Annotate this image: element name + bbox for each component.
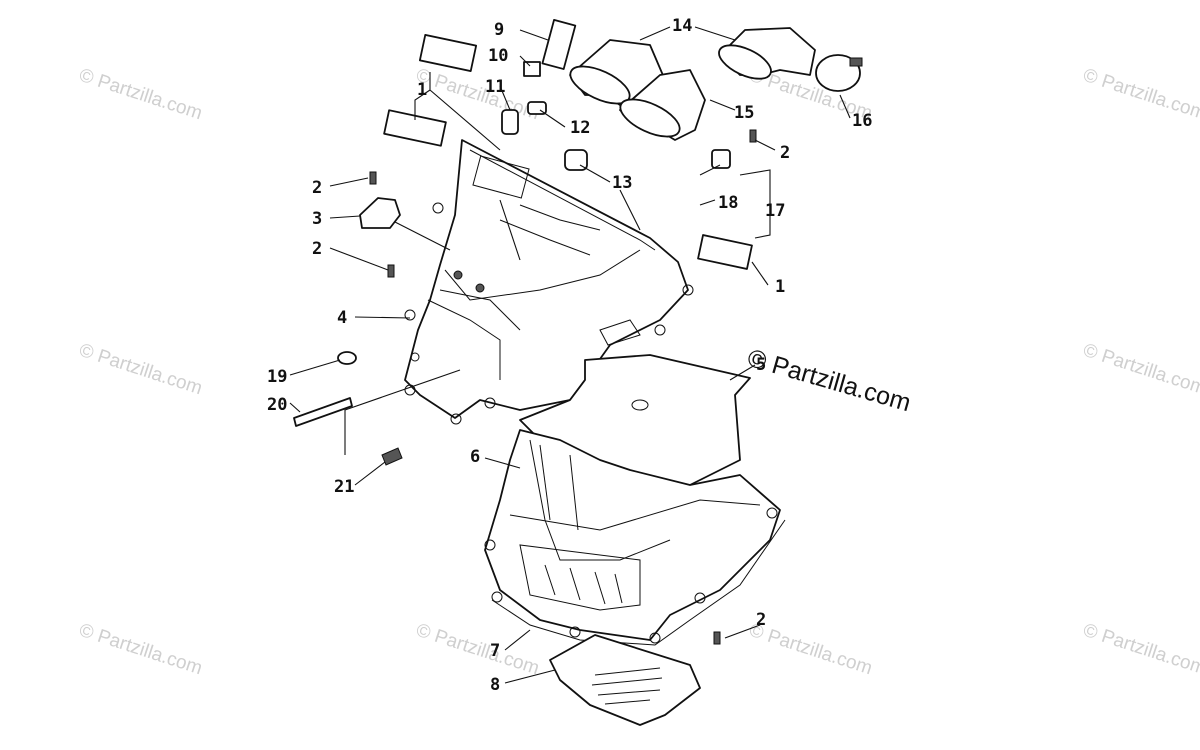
screw [387,264,395,278]
airbox-rim [469,149,656,251]
callout-labels: 9 14 10 1 11 16 12 15 2 13 2 3 18 17 2 1… [267,16,872,695]
callout-label: 6 [470,447,480,467]
base-inner-wall [529,439,671,561]
clamp-screw [849,57,863,67]
callout-label: 15 [734,103,754,123]
bracket [359,197,401,229]
callout-label: 12 [570,118,590,138]
callout-label: 19 [267,367,287,387]
grommet-large [564,149,588,171]
mount-hole [654,324,666,336]
mount-hole [484,397,496,409]
filter-mesh [591,667,663,705]
mount-hole [410,352,420,362]
mount-hole [649,632,661,644]
leader-lines [289,26,851,684]
mount-hole [766,507,778,519]
mount-hole [569,626,581,638]
watermark-text: © Partzilla.com [1080,65,1200,125]
mount-hole [491,591,503,603]
mount-hole [404,384,416,396]
grommet [501,109,519,135]
callout-label: 9 [494,20,504,40]
callout-label: 2 [312,178,322,198]
brand-watermark: © Partzilla.com [744,344,914,417]
sensor-wire [699,164,721,176]
callout-label: 8 [490,675,500,695]
push-rivet [337,351,357,365]
airbox-window [472,155,530,199]
callout-label: 18 [718,193,738,213]
mount-hole [432,202,444,214]
sensor-body [711,149,731,169]
hose [541,19,577,70]
airbox-inner-wall [444,249,641,301]
callout-label: 1 [775,277,785,297]
bolt-head [453,270,463,280]
mount-hole [682,284,694,296]
fitting [523,61,541,77]
parts [293,19,863,726]
callout-label: 17 [765,201,785,221]
boot-mouth [569,65,631,105]
screw [369,171,377,185]
watermark-text: © Partzilla.com [1080,620,1200,680]
filter-screen [549,634,701,726]
watermark-text: © Partzilla.com [413,620,541,680]
base-inner-wall-2 [509,499,761,531]
boot-mouth [718,44,772,80]
foam-pad [418,33,478,73]
callout-label: 1 [417,80,427,100]
callout-label: 5 [756,355,766,375]
callout-label: 11 [485,77,505,97]
base-grille [544,564,623,605]
mount-hole [450,413,462,425]
mount-hole [694,592,706,604]
watermark-text: © Partzilla.com [76,340,204,400]
rubber-strip [293,397,353,427]
airbox-slot [599,319,641,346]
airbox-rib-2 [499,219,591,256]
hose-clamp [815,54,861,92]
boot-mouth [619,98,681,138]
callout-label: 16 [852,111,872,131]
callout-label: 2 [780,143,790,163]
foam-pad [697,234,753,270]
mount-hole [404,309,416,321]
watermark-text: © Partzilla.com [76,65,204,125]
screw [749,129,757,143]
watermark-text: © Partzilla.com [76,620,204,680]
base-seal [491,519,786,646]
airbox-channel [427,299,501,380]
screw [713,631,721,645]
watermark-text: © Partzilla.com [413,65,541,125]
callout-label: 3 [312,209,322,229]
callout-label: 2 [312,239,322,259]
foam-pad [383,109,447,147]
base-column-2 [569,454,579,531]
watermark-text: © Partzilla.com [1080,340,1200,400]
callout-label: 20 [267,395,287,415]
mount-hole [484,539,496,551]
callout-label: 7 [490,641,500,661]
callout-label: 4 [337,308,347,328]
lower-airbox-base [484,429,781,641]
airbox-rib [519,204,601,231]
base-opening [519,544,641,611]
airbox-channel-2 [439,289,521,331]
callout-label: 2 [756,610,766,630]
bolt-head [475,283,485,293]
callout-label: 13 [612,173,632,193]
base-column [539,444,551,521]
callout-label: 10 [488,46,508,66]
lid-hole [631,399,649,411]
callout-label: 21 [334,477,354,497]
callout-label: 14 [672,16,692,36]
